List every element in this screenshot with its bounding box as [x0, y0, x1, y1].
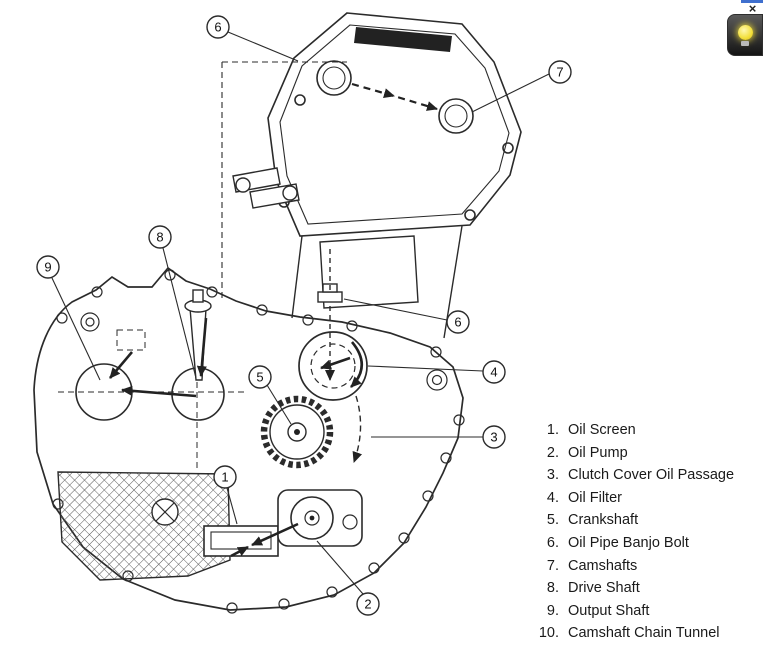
bolt-holes: [52, 269, 465, 614]
legend-item: 3. Clutch Cover Oil Passage: [531, 464, 734, 487]
crankcase-outline: [33, 266, 464, 611]
oil-filter: [298, 331, 368, 401]
legend-item-label: Oil Filter: [568, 489, 622, 506]
legend-item-label: Oil Pipe Banjo Bolt: [568, 534, 689, 551]
camshaft-journal-right: [438, 98, 474, 134]
callout-9: 9: [36, 255, 60, 279]
shift-shaft: [184, 289, 212, 381]
callout-7: 7: [548, 60, 572, 84]
cam-oil-flow-arrow: [351, 82, 438, 111]
close-icon[interactable]: ×: [748, 1, 757, 16]
oil-pipe-assembly: [232, 167, 300, 209]
callout-5: 5: [248, 365, 272, 389]
svg-text:4: 4: [490, 365, 497, 380]
legend-item-number: 8.: [546, 580, 559, 597]
callout-6-top: 6: [206, 15, 230, 39]
legend-item-number: 2.: [546, 444, 559, 461]
banjo-bolt: [317, 248, 343, 381]
lightbulb-base: [741, 40, 749, 46]
cylinder-head-cover: [267, 12, 522, 237]
centerlines: [58, 302, 246, 472]
callout-1: 1: [213, 465, 237, 489]
cover-plate: [354, 27, 452, 52]
svg-text:2: 2: [364, 597, 371, 612]
svg-text:9: 9: [44, 260, 51, 275]
svg-text:1: 1: [221, 470, 228, 485]
legend-item-label: Drive Shaft: [568, 580, 640, 597]
svg-text:7: 7: [556, 65, 563, 80]
legend-item: 8. Drive Shaft: [531, 577, 734, 600]
cylinder-block: [291, 225, 463, 339]
legend-item-label: Output Shaft: [568, 602, 650, 619]
leader-lines: [51, 31, 550, 595]
legend-item-number: 3.: [546, 467, 559, 484]
parts-legend: 1. Oil Screen 2. Oil Pump 3. Clutch Cove…: [531, 419, 734, 645]
legend-item-label: Clutch Cover Oil Passage: [568, 467, 735, 484]
clutch-cover-oil-passage: [352, 395, 363, 463]
legend-item-label: Camshafts: [568, 557, 638, 574]
legend-item-label: Oil Pump: [568, 444, 628, 461]
legend-item: 4. Oil Filter: [531, 487, 734, 510]
svg-text:6: 6: [454, 315, 461, 330]
legend-item-label: Oil Screen: [568, 422, 636, 438]
legend-item-number: 4.: [546, 489, 559, 506]
svg-text:8: 8: [156, 230, 163, 245]
legend-item: 10. Camshaft Chain Tunnel: [531, 622, 734, 645]
legend-item: 2. Oil Pump: [531, 442, 734, 465]
svg-text:6: 6: [214, 20, 221, 35]
legend-item: 9. Output Shaft: [531, 600, 734, 623]
legend-item-label: Camshaft Chain Tunnel: [568, 625, 720, 642]
legend-item: 1. Oil Screen: [531, 419, 734, 442]
callout-4: 4: [482, 360, 506, 384]
lightbulb-icon: [737, 24, 753, 40]
legend-item-label: Crankshaft: [568, 512, 639, 529]
legend-item-number: 6.: [546, 534, 559, 551]
oil-pump: [277, 489, 363, 547]
svg-text:5: 5: [256, 370, 263, 385]
callout-6: 6: [446, 310, 470, 334]
crankshaft-gear: [260, 395, 334, 469]
legend-item-number: 10.: [538, 625, 559, 642]
widget-accent-bar: [741, 0, 763, 3]
legend-item: 6. Oil Pipe Banjo Bolt: [531, 532, 734, 555]
hint-button[interactable]: [727, 14, 763, 56]
sump-hatched-area: [57, 471, 231, 581]
legend-item-number: 7.: [546, 557, 559, 574]
legend-item-number: 5.: [546, 512, 559, 529]
legend-item-number: 1.: [546, 422, 559, 438]
legend-item: 5. Crankshaft: [531, 509, 734, 532]
callout-2: 2: [356, 592, 380, 616]
legend-item: 7. Camshafts: [531, 555, 734, 578]
svg-text:3: 3: [490, 430, 497, 445]
oil-flow-arrows: [109, 317, 364, 558]
legend-item-number: 9.: [546, 602, 559, 619]
callouts: 6 7 9 8 5 6 4 3 1 2: [36, 15, 572, 616]
callout-8: 8: [148, 225, 172, 249]
camshaft-chain-tunnel-lines: [221, 61, 347, 300]
callout-3: 3: [482, 425, 506, 449]
camshaft-journal-left: [316, 60, 352, 96]
